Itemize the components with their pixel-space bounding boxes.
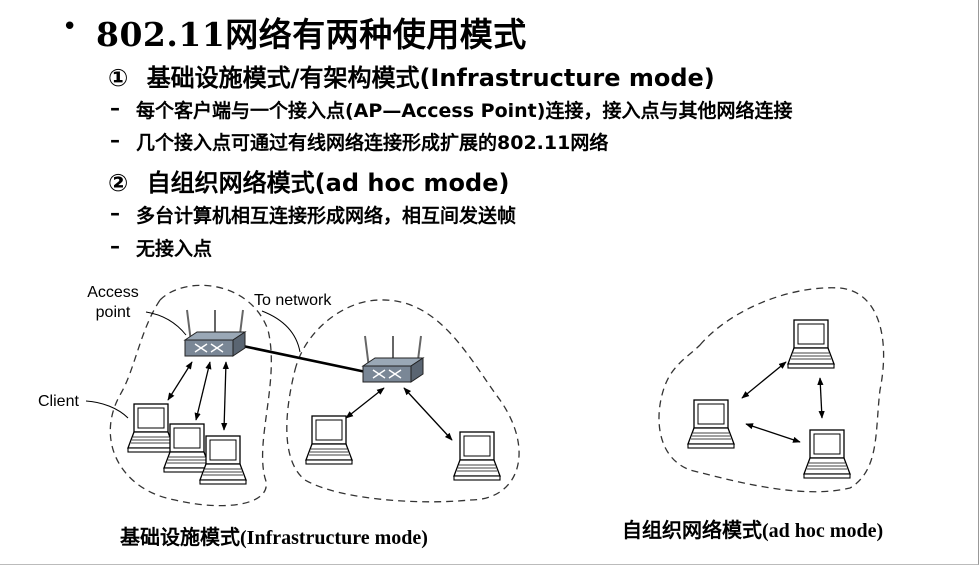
access-point-label-2: point [96,304,131,321]
wireless-arrow [345,387,385,419]
adhoc-laptop-2 [687,399,735,449]
mode1-marker: ① [108,64,129,92]
mode1-heading-text: 基础设施模式/有架构模式(Infrastructure mode) [146,64,715,92]
dash: – [110,96,120,120]
wireless-arrow [403,387,453,441]
laptop-client-4 [305,415,353,465]
access-point-2 [362,335,424,383]
access-point-1 [184,309,246,357]
bss-boundary-left [109,284,272,507]
client-pointer [85,400,129,419]
adhoc-arrow [745,423,801,443]
mode1-heading: ① 基础设施模式/有架构模式(Infrastructure mode) [108,58,715,93]
mode1-point-2: 几个接入点可通过有线网络连接形成扩展的802.11网络 [136,132,609,154]
laptop-client-5 [453,431,501,481]
mode2-heading-text: 自组织网络模式(ad hoc mode) [146,169,510,197]
adhoc-laptop-1 [787,319,835,369]
to-network-pointer [261,310,301,353]
wired-link [237,343,367,374]
mode2-heading: ② 自组织网络模式(ad hoc mode) [108,163,509,198]
infrastructure-caption: 基础设施模式(Infrastructure mode) [120,527,428,549]
access-point-pointer [145,311,187,336]
bss-boundary-right [286,299,520,503]
dash: – [110,128,120,152]
adhoc-caption: 自组织网络模式(ad hoc mode) [622,520,884,542]
adhoc-arrow [741,361,787,399]
mode2-marker: ② [108,169,129,197]
mode2-point-2: 无接入点 [136,238,213,260]
client-label: Client [38,393,79,410]
access-point-label-1: Access [87,284,139,301]
dash: – [110,201,120,225]
laptop-client-2 [163,423,211,473]
adhoc-laptop-3 [803,429,851,479]
mode2-point-1: 多台计算机相互连接形成网络，相互间发送帧 [136,205,517,227]
adhoc-arrow [817,377,825,419]
laptop-client-1 [127,403,175,453]
adhoc-boundary [658,287,885,493]
laptop-client-3 [199,435,247,485]
to-network-label: To network [254,292,332,309]
wireless-arrow [221,361,229,431]
title-bullet: • [62,12,78,42]
wireless-arrow [167,361,193,401]
dash: – [110,234,120,258]
wireless-arrow [194,361,212,421]
mode1-point-1: 每个客户端与一个接入点(AP—Access Point)连接，接入点与其他网络连… [136,100,793,122]
slide-title: 802.11网络有两种使用模式 [96,15,527,54]
